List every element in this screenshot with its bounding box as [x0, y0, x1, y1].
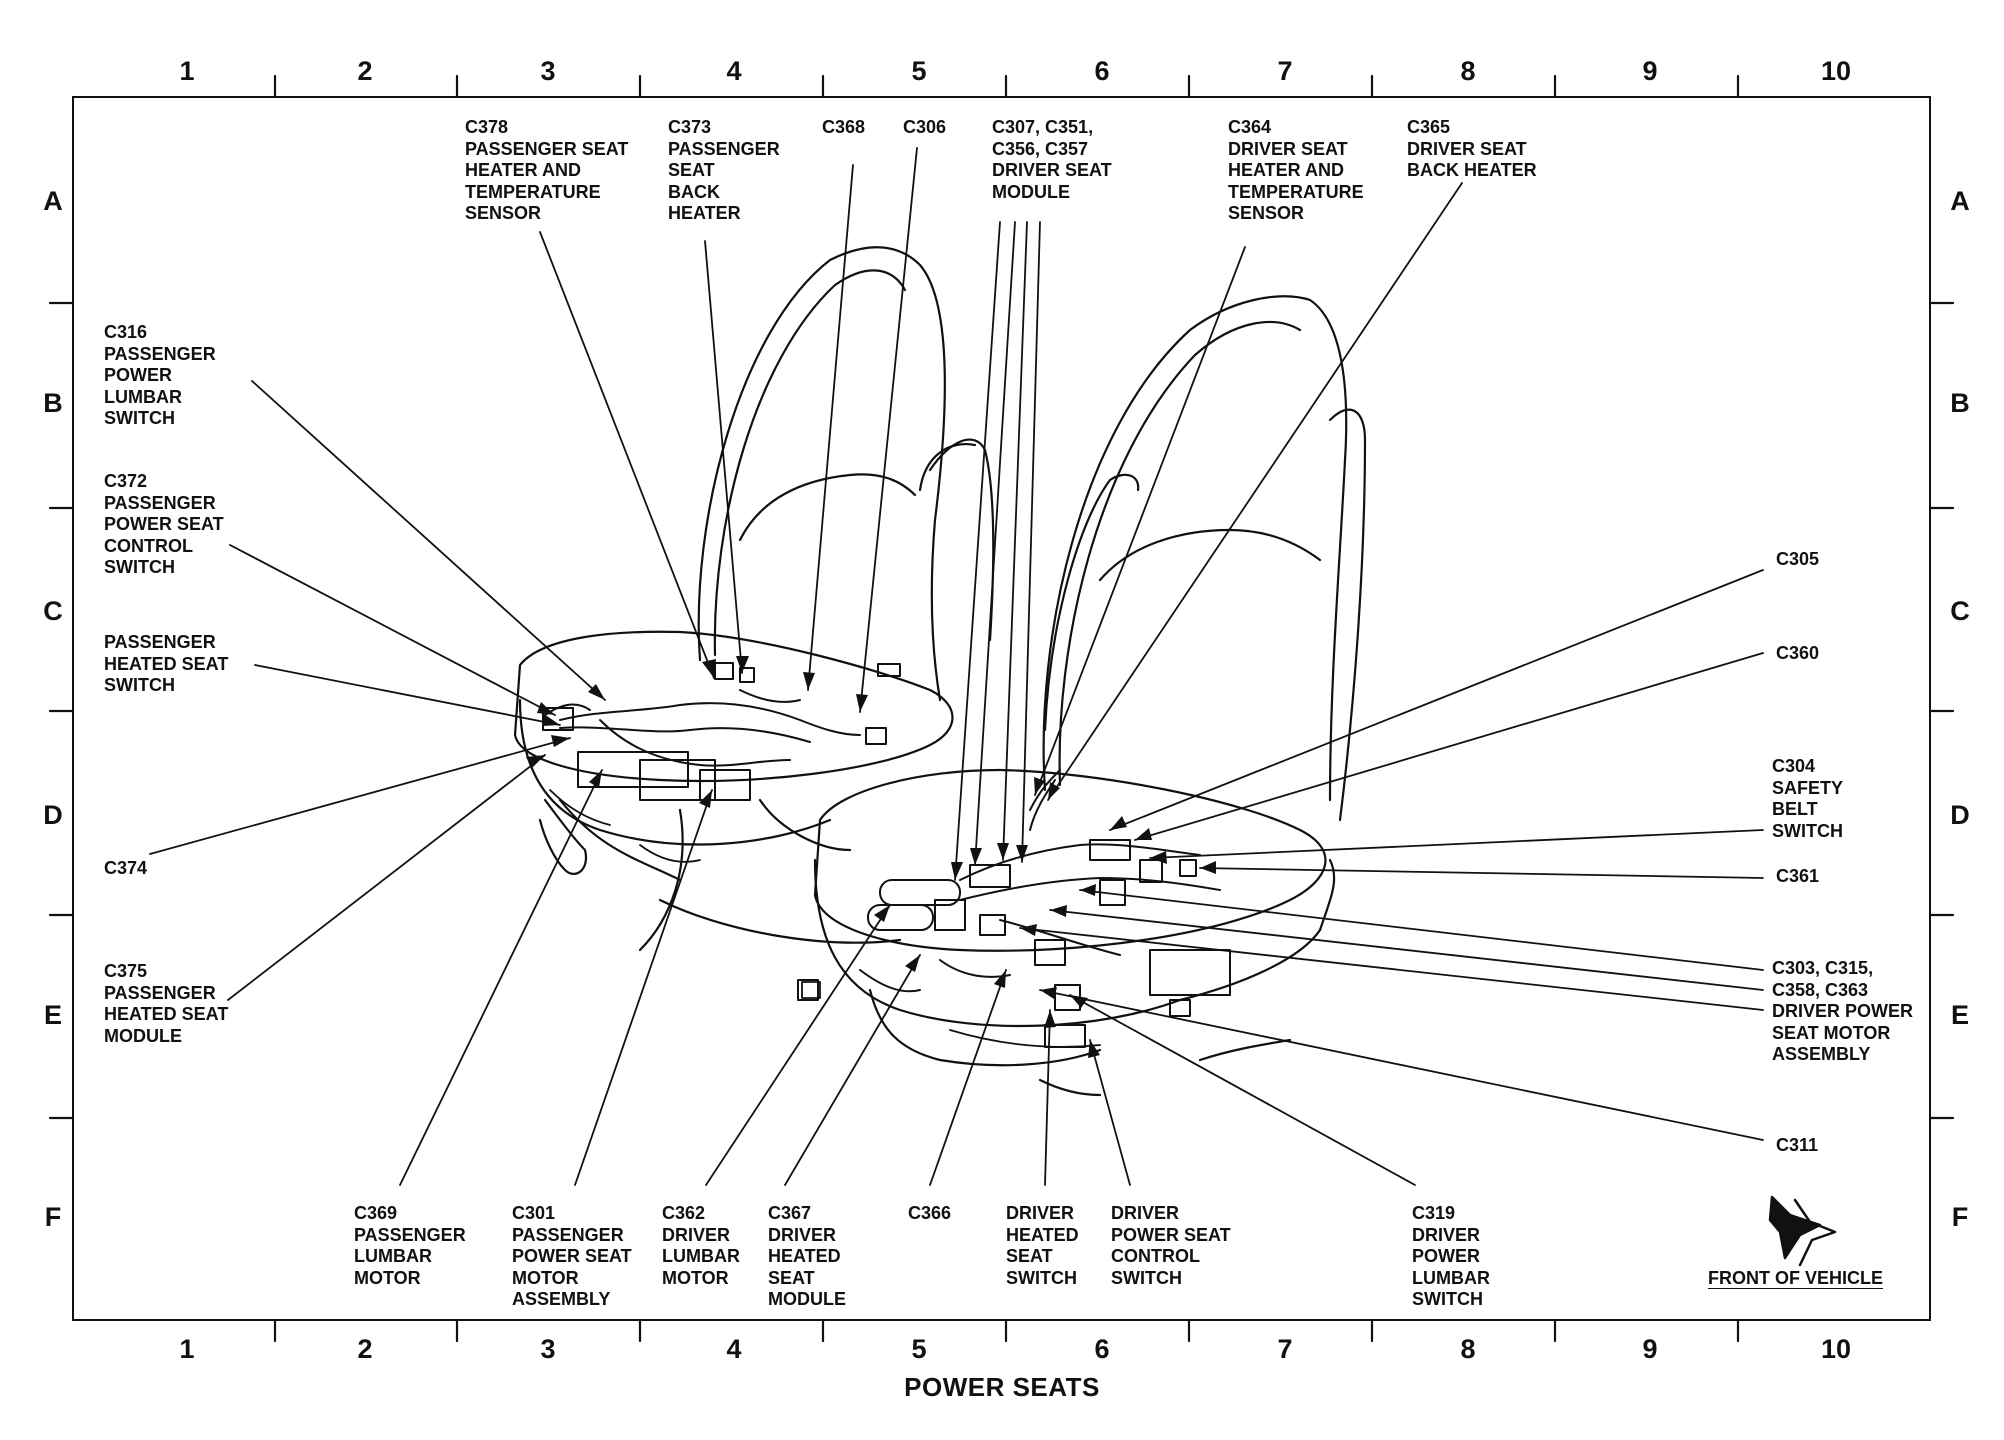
label-c361: C361 — [1776, 866, 1820, 886]
front-of-vehicle-label: FRONT OF VEHICLE — [1708, 1268, 1883, 1288]
passenger-seat-back — [697, 246, 995, 702]
grid-row-c: C — [1950, 596, 1970, 626]
grid-col-5: 5 — [911, 1334, 927, 1364]
grid-col-2: 2 — [357, 1334, 373, 1364]
label-c305: C305 — [1776, 549, 1820, 569]
grid-row-e: E — [1950, 1000, 1969, 1030]
floor-detail — [549, 789, 1101, 1048]
label-c366: C366 — [908, 1203, 952, 1223]
arrowheads — [526, 656, 1216, 1058]
label-c319: C319 DRIVER POWER LUMBAR SWITCH — [1412, 1203, 1490, 1309]
grid-ticks-bottom — [273, 1319, 1740, 1343]
leader-lines — [149, 147, 1764, 1186]
grid-col-3: 3 — [540, 1334, 556, 1364]
front-of-vehicle-icon — [1768, 1195, 1837, 1267]
label-c372: C372 PASSENGER POWER SEAT CONTROL SWITCH — [104, 471, 224, 577]
grid-col-5: 5 — [911, 56, 927, 86]
grid-row-d: D — [1950, 800, 1970, 830]
label-passenger-heated-seat-switch: PASSENGER HEATED SEAT SWITCH — [104, 632, 229, 695]
grid-ticks-top — [273, 74, 1740, 98]
grid-col-2: 2 — [357, 56, 373, 86]
label-driver-heated-seat-switch: DRIVER HEATED SEAT SWITCH — [1006, 1203, 1079, 1288]
grid-ticks-left — [48, 301, 74, 1120]
grid-row-a: A — [43, 186, 63, 216]
diagram-title: POWER SEATS — [904, 1372, 1100, 1402]
grid-col-10: 10 — [1820, 1334, 1852, 1364]
label-c301: C301 PASSENGER POWER SEAT MOTOR ASSEMBLY — [512, 1203, 632, 1309]
grid-col-3: 3 — [540, 56, 556, 86]
label-c307-driver-seat-module: C307, C351, C356, C357 DRIVER SEAT MODUL… — [992, 117, 1112, 202]
label-c362: C362 DRIVER LUMBAR MOTOR — [662, 1203, 740, 1288]
grid-col-4: 4 — [726, 56, 742, 86]
grid-row-a: A — [1950, 186, 1970, 216]
grid-col-6: 6 — [1094, 1334, 1110, 1364]
label-c311: C311 — [1776, 1135, 1819, 1155]
grid-col-7: 7 — [1277, 56, 1293, 86]
label-c303: C303, C315, C358, C363 — [1772, 958, 1874, 1000]
label-c306: C306 — [903, 117, 947, 137]
grid-col-9: 9 — [1642, 56, 1658, 86]
grid-col-9: 9 — [1642, 1334, 1658, 1364]
grid-col-8: 8 — [1460, 56, 1476, 86]
label-c375: C375 PASSENGER HEATED SEAT MODULE — [104, 961, 229, 1046]
label-c369: C369 PASSENGER LUMBAR MOTOR — [354, 1203, 466, 1288]
label-c365: C365 DRIVER SEAT BACK HEATER — [1407, 117, 1537, 180]
grid-row-e: E — [43, 1000, 62, 1030]
grid-row-b: B — [1950, 388, 1970, 418]
label-c373: C373 PASSENGER SEAT BACK HEATER — [668, 117, 780, 223]
grid-col-4: 4 — [726, 1334, 742, 1364]
grid-row-b: B — [43, 388, 63, 418]
label-c364: C364 DRIVER SEAT HEATER AND TEMPERATURE … — [1228, 117, 1364, 223]
label-c374: C374 — [104, 858, 148, 878]
label-c367: C367 DRIVER HEATED SEAT MODULE — [768, 1203, 846, 1309]
grid-row-f: F — [1951, 1202, 1969, 1232]
label-c368: C368 — [822, 117, 866, 137]
grid-col-8: 8 — [1460, 1334, 1476, 1364]
label-c378: C378 PASSENGER SEAT HEATER AND TEMPERATU… — [465, 117, 629, 223]
driver-seat-back — [1042, 295, 1367, 822]
grid-col-7: 7 — [1277, 1334, 1293, 1364]
grid-ticks-right — [1929, 301, 1955, 1120]
label-c360: C360 — [1776, 643, 1820, 663]
grid-col-1: 1 — [179, 1334, 195, 1364]
grid-col-6: 6 — [1094, 56, 1110, 86]
passenger-seat-cushion — [513, 630, 954, 952]
label-c316: C316 PASSENGER POWER LUMBAR SWITCH — [104, 322, 216, 428]
label-c304: C304 SAFETY BELT SWITCH — [1772, 756, 1844, 841]
label-driver-power-seat-control-switch: DRIVER POWER SEAT CONTROL SWITCH — [1111, 1203, 1231, 1288]
grid-row-c: C — [43, 596, 63, 626]
passenger-harness — [542, 662, 901, 801]
grid-col-1: 1 — [179, 56, 195, 86]
grid-row-f: F — [44, 1202, 62, 1232]
grid-col-10: 10 — [1820, 56, 1852, 86]
label-driver-power-seat-motor-assembly: DRIVER POWER SEAT MOTOR ASSEMBLY — [1772, 1001, 1914, 1064]
grid-row-d: D — [43, 800, 63, 830]
diagram-frame — [72, 96, 1931, 1321]
